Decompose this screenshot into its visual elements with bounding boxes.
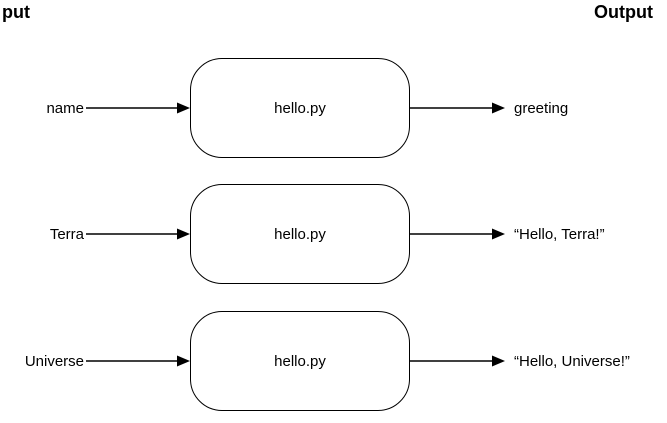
process-node: hello.py bbox=[190, 311, 410, 411]
process-node: hello.py bbox=[190, 184, 410, 284]
diagram-row: name hello.py greeting bbox=[0, 58, 667, 158]
process-node: hello.py bbox=[190, 58, 410, 158]
arrow-right-icon bbox=[410, 228, 505, 240]
process-label: hello.py bbox=[274, 99, 326, 117]
arrow-right-icon bbox=[410, 102, 505, 114]
arrow-right-icon bbox=[86, 355, 190, 367]
arrow-right-icon bbox=[410, 355, 505, 367]
diagram-row: Universe hello.py “Hello, Universe!” bbox=[0, 311, 667, 411]
output-label: “Hello, Universe!” bbox=[514, 352, 630, 370]
input-label: Terra bbox=[49, 225, 84, 243]
arrow-right-icon bbox=[86, 228, 190, 240]
input-label: Universe bbox=[24, 352, 84, 370]
input-column-header: put bbox=[2, 2, 30, 22]
input-label: name bbox=[46, 99, 84, 117]
diagram-row: Terra hello.py “Hello, Terra!” bbox=[0, 184, 667, 284]
output-label: greeting bbox=[514, 99, 569, 117]
process-label: hello.py bbox=[274, 352, 326, 370]
arrow-right-icon bbox=[86, 102, 190, 114]
process-label: hello.py bbox=[274, 225, 326, 243]
output-column-header: Output bbox=[594, 2, 653, 22]
output-label: “Hello, Terra!” bbox=[514, 225, 605, 243]
